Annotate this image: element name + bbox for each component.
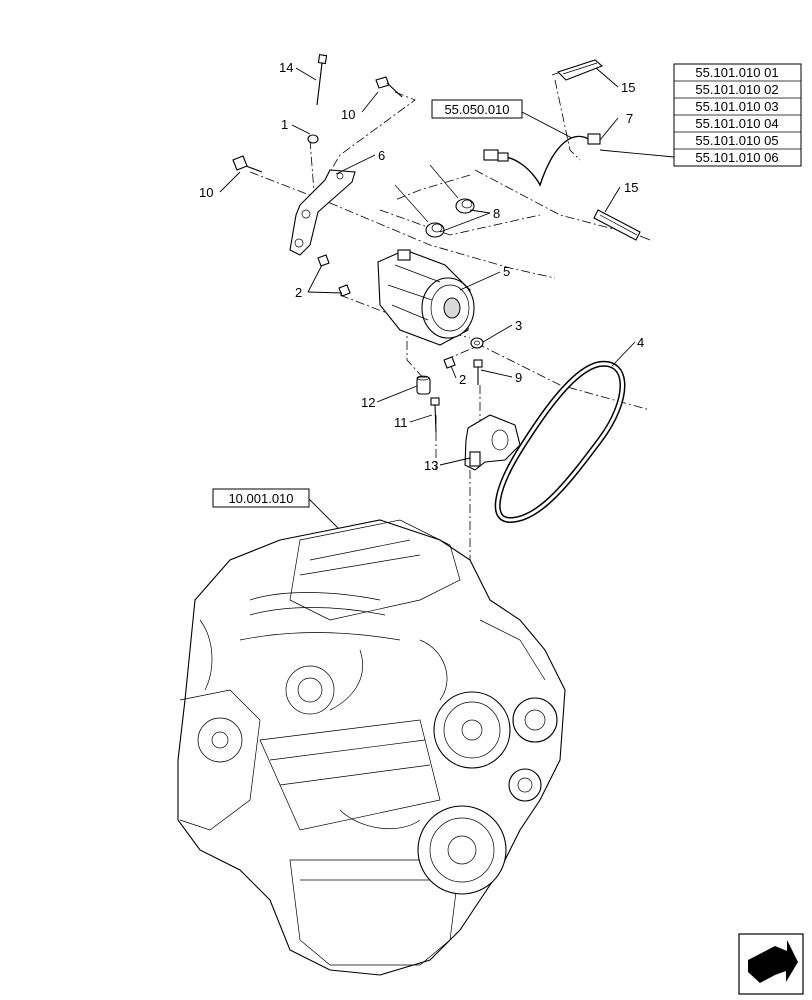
callout-11[interactable]: 11: [394, 415, 408, 430]
callout-14[interactable]: 14: [279, 60, 293, 75]
ref-table-row[interactable]: 55.101.010 04: [695, 116, 778, 131]
callout-6[interactable]: 6: [378, 148, 385, 163]
callout-10[interactable]: 10: [199, 185, 213, 200]
callout-labels: 14 10 1 6 10 8 5 2 3 2 9 12 11 13 4 15 7…: [199, 60, 644, 473]
svg-text:10.001.010: 10.001.010: [228, 491, 293, 506]
clip-part-15-lower[interactable]: [593, 209, 651, 241]
bolt-part-11[interactable]: [430, 397, 440, 433]
bolt-part-14[interactable]: [316, 54, 328, 106]
callout-15[interactable]: 15: [624, 180, 638, 195]
ref-table-row[interactable]: 55.101.010 01: [695, 65, 778, 80]
reference-box-10001010[interactable]: 10.001.010: [212, 488, 310, 508]
bolt-part-10-upper[interactable]: [375, 76, 403, 98]
spring-part-8[interactable]: [394, 164, 475, 238]
reference-box-55050010[interactable]: 55.050.010: [431, 99, 523, 119]
callout-4[interactable]: 4: [637, 335, 644, 350]
callout-7[interactable]: 7: [626, 111, 633, 126]
callout-15[interactable]: 15: [621, 80, 635, 95]
clip-part-15-upper[interactable]: [551, 59, 604, 81]
bolt-part-10-left[interactable]: [232, 155, 263, 173]
callout-leaders: [219, 67, 675, 466]
ac-compressor-part-5[interactable]: [377, 249, 475, 346]
nut-part-3[interactable]: [470, 337, 484, 349]
navigation-arrow-icon[interactable]: [738, 933, 804, 995]
callout-5[interactable]: 5: [503, 264, 510, 279]
washer-part-1[interactable]: [307, 134, 319, 144]
tensioner-part-13[interactable]: [464, 414, 521, 471]
callout-9[interactable]: 9: [515, 370, 522, 385]
callout-13[interactable]: 13: [424, 458, 438, 473]
hose-part-7[interactable]: [483, 133, 601, 187]
ref-table-row[interactable]: 55.101.010 06: [695, 150, 778, 165]
ref-table-row[interactable]: 55.101.010 02: [695, 82, 778, 97]
engine-assembly: [177, 519, 566, 976]
callout-2[interactable]: 2: [459, 372, 466, 387]
bracket-part-6[interactable]: [289, 169, 356, 256]
drive-belt-part-4[interactable]: [494, 360, 626, 524]
ref-table-row[interactable]: 55.101.010 03: [695, 99, 778, 114]
callout-2[interactable]: 2: [295, 285, 302, 300]
spacer-part-12[interactable]: [416, 375, 431, 395]
callout-8[interactable]: 8: [493, 206, 500, 221]
bolt-part-9[interactable]: [473, 359, 483, 385]
callout-1[interactable]: 1: [281, 117, 288, 132]
callout-10[interactable]: 10: [341, 107, 355, 122]
callout-12[interactable]: 12: [361, 395, 375, 410]
reference-table: 55.101.010 01 55.101.010 02 55.101.010 0…: [673, 63, 802, 167]
bolt-part-2[interactable]: [317, 254, 456, 369]
ref-table-row[interactable]: 55.101.010 05: [695, 133, 778, 148]
svg-text:55.050.010: 55.050.010: [444, 102, 509, 117]
callout-3[interactable]: 3: [515, 318, 522, 333]
